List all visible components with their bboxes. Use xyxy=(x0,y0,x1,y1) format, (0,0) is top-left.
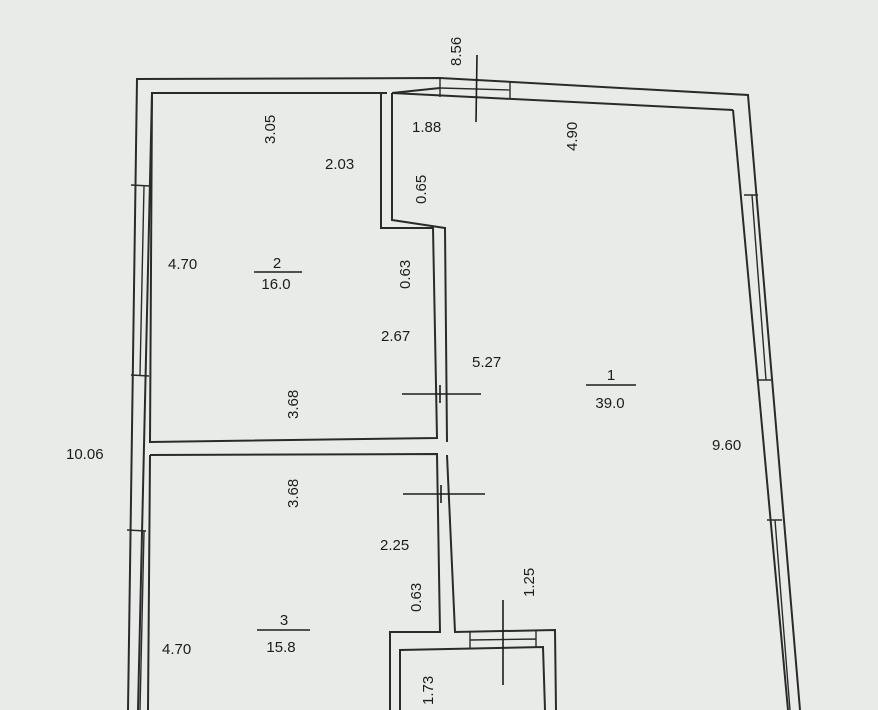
room3-area: 15.8 xyxy=(266,639,295,656)
dim-room2-notch: 0.63 xyxy=(397,260,414,289)
room2-walls xyxy=(148,92,439,444)
left-window-room3 xyxy=(126,529,147,710)
dim-room2-bottom: 3.68 xyxy=(285,390,302,419)
room3-1-shared-wall xyxy=(446,454,557,710)
right-window-lower xyxy=(767,519,791,710)
room3-number: 3 xyxy=(280,612,288,629)
outer-wall-inner-edge xyxy=(137,92,387,710)
room2-number: 2 xyxy=(273,255,281,272)
dim-overall-left: 10.06 xyxy=(66,446,104,463)
dim-room3-top: 3.68 xyxy=(285,479,302,508)
room1-top-outer xyxy=(391,87,441,94)
dim-room2-left: 4.70 xyxy=(168,256,197,273)
room1-top-inner xyxy=(391,92,734,111)
top-window-inner xyxy=(439,87,511,91)
dim-room1-top: 4.90 xyxy=(564,122,581,151)
left-window-room2 xyxy=(130,184,151,377)
dim-room3-right: 2.25 xyxy=(380,537,409,554)
dim-room3-left: 4.70 xyxy=(162,641,191,658)
marker-top-wall xyxy=(475,54,478,123)
room-labels: 2 16.0 1 39.0 3 15.8 xyxy=(254,255,636,656)
dim-room1-small-wall: 1.25 xyxy=(521,568,538,597)
dim-room1-right: 9.60 xyxy=(712,437,741,454)
room2-1-shared-wall xyxy=(391,93,448,443)
dim-room1-top-left: 1.88 xyxy=(412,119,441,136)
room1-number: 1 xyxy=(607,367,615,384)
dim-room1-notch: 0.65 xyxy=(413,175,430,204)
room2-area: 16.0 xyxy=(261,276,290,293)
dim-room3-notch: 0.63 xyxy=(408,583,425,612)
dim-top-wall: 8.56 xyxy=(448,37,465,66)
walls xyxy=(126,76,801,710)
dim-closet-left: 1.73 xyxy=(420,676,437,705)
right-window-upper xyxy=(744,194,771,381)
dim-room2-step: 2.03 xyxy=(325,156,354,173)
room3-walls xyxy=(147,452,442,710)
opening-markers xyxy=(402,54,504,685)
dimension-labels: 8.56 3.05 2.03 4.70 0.63 2.67 3.68 1.88 … xyxy=(66,37,741,705)
right-outer-wall-inner xyxy=(732,109,789,710)
room1-area: 39.0 xyxy=(595,395,624,412)
dim-room2-right: 2.67 xyxy=(381,328,410,345)
closet-walls xyxy=(399,645,546,710)
dim-room1-left: 5.27 xyxy=(472,354,501,371)
dim-room2-top: 3.05 xyxy=(262,115,279,144)
